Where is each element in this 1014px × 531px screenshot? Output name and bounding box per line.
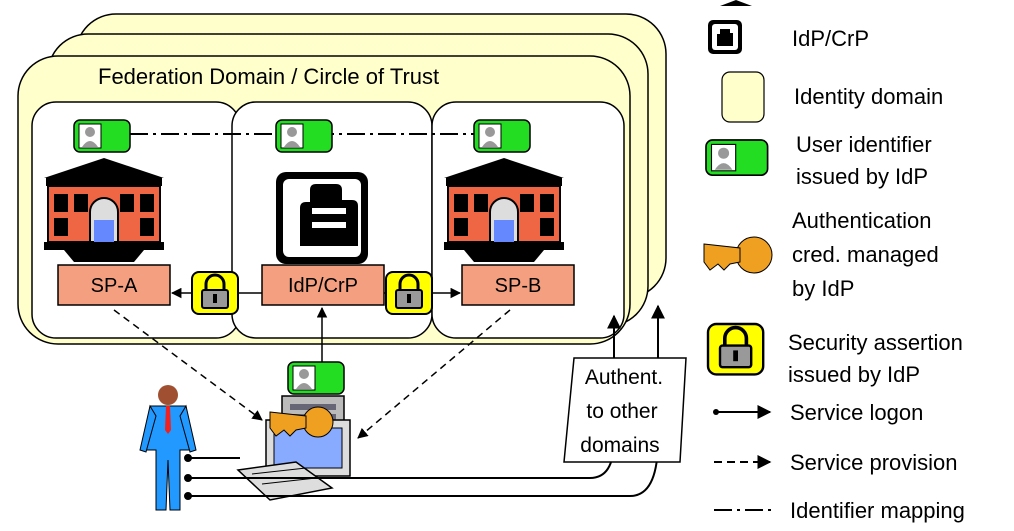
legend-auth-cred-line-3: by IdP bbox=[792, 276, 854, 301]
building-icon bbox=[443, 157, 565, 263]
service-provision-arrow bbox=[357, 309, 511, 439]
building-icon bbox=[43, 157, 165, 263]
authent-note-box bbox=[563, 357, 687, 463]
legend-service-provision-label: Service provision bbox=[790, 450, 958, 475]
legend-security-assertion-icon bbox=[706, 322, 766, 377]
legend-idp-icon bbox=[708, 20, 742, 54]
legend-user-identifier-line-1: User identifier bbox=[796, 132, 932, 157]
legend-service-logon-line bbox=[713, 405, 772, 419]
legend-service-logon-label: Service logon bbox=[790, 400, 923, 425]
sp-a-box bbox=[57, 264, 171, 306]
security-assertion-icon bbox=[190, 270, 240, 316]
user-identifier-icon bbox=[275, 119, 333, 153]
service-provision-arrow bbox=[113, 309, 263, 421]
legend-auth-cred-line-2: cred. managed bbox=[792, 242, 939, 267]
federation-domain-title: Federation Domain / Circle of Trust bbox=[98, 64, 439, 89]
legend-identifier-mapping-label: Identifier mapping bbox=[790, 498, 965, 523]
sp-b-box bbox=[461, 264, 575, 306]
sp-b-label: SP-B bbox=[495, 275, 542, 297]
legend-key-icon bbox=[703, 236, 773, 274]
key-icon bbox=[269, 406, 334, 438]
idp-label: IdP/CrP bbox=[288, 275, 358, 297]
idp-hand-icon bbox=[276, 172, 368, 264]
legend-idp-label: IdP/CrP bbox=[792, 26, 869, 51]
sp-a-label: SP-A bbox=[91, 275, 138, 297]
user-identifier-icon bbox=[287, 361, 345, 395]
user-identifier-icon bbox=[473, 119, 531, 153]
legend-identity-domain-label: Identity domain bbox=[794, 84, 943, 109]
legend-identity-domain-swatch bbox=[721, 71, 765, 123]
authent-note-line-3: domains bbox=[580, 434, 659, 457]
security-assertion-icon bbox=[384, 270, 434, 316]
authent-note-line-1: Authent. bbox=[585, 366, 663, 389]
legend-auth-cred-line-1: Authentication bbox=[792, 208, 931, 233]
legend-top-icon-fragment bbox=[720, 0, 752, 6]
legend-user-identifier-icon bbox=[705, 139, 769, 177]
idp-box bbox=[261, 264, 385, 306]
legend-security-assertion-line-2: issued by IdP bbox=[788, 362, 920, 387]
user-person-icon bbox=[139, 385, 197, 511]
user-identifier-icon bbox=[73, 119, 131, 153]
legend-security-assertion-line-1: Security assertion bbox=[788, 330, 963, 355]
legend-user-identifier-line-2: issued by IdP bbox=[796, 164, 928, 189]
computer-icon bbox=[236, 395, 351, 501]
authent-note-line-2: to other bbox=[586, 400, 657, 423]
